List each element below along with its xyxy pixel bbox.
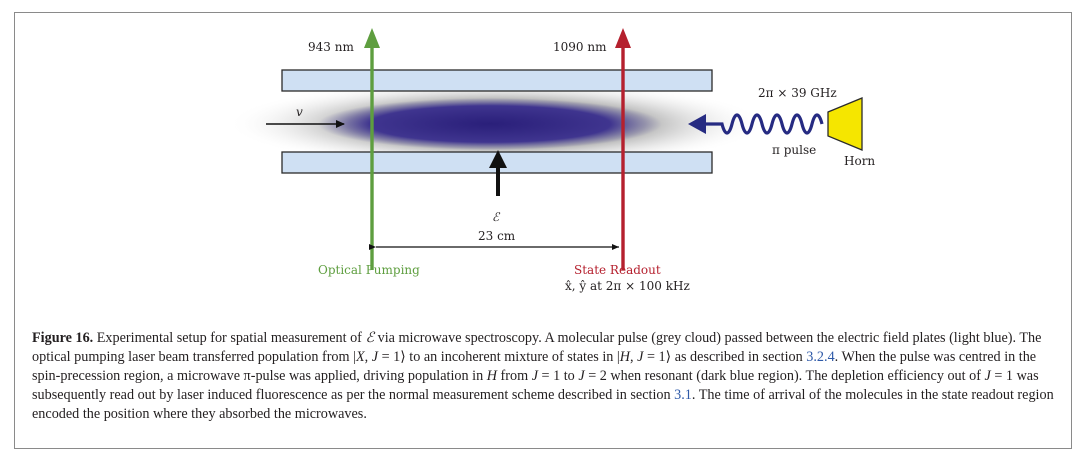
caption-text: = 2 when resonant (dark blue region). Th… [584, 368, 985, 384]
caption-text: via microwave spectroscopy. A molecular … [32, 330, 1042, 365]
caption-text: Experimental setup for spatial measureme… [93, 330, 366, 346]
caption-text: , [364, 349, 372, 365]
field-arrowhead [489, 150, 507, 168]
caption-math: J [984, 368, 991, 384]
top-electric-plate [281, 69, 713, 92]
caption-field-symbol: ℰ [365, 330, 375, 346]
caption-text: . When the pulse was centred in the spin… [32, 349, 1037, 384]
caption-text: . The time of arrival of the molecules i… [32, 387, 1054, 422]
horn-icon [827, 97, 863, 151]
setup-diagram: v 943 nm 1090 nm ℰ 23 cm 2π × 39 GHz π p… [227, 28, 875, 293]
microwave-frequency-label: 2π × 39 GHz [758, 86, 837, 100]
caption-math: H [619, 349, 631, 365]
figure-frame [14, 12, 1072, 449]
state-readout-beam-arrowhead [615, 28, 631, 48]
caption-math: J [578, 368, 585, 384]
optical-pumping-beam-arrowhead [364, 28, 380, 48]
figure-caption: Figure 16. Experimental setup for spatia… [32, 329, 1058, 424]
field-label: ℰ [492, 210, 501, 224]
wavelength-943-label: 943 nm [308, 40, 354, 54]
caption-text: = 1 was subsequently read out by laser i… [32, 368, 1039, 403]
distance-label: 23 cm [478, 229, 516, 243]
caption-text: = 1⟩ as described in section [643, 349, 807, 365]
wavelength-1090-label: 1090 nm [553, 40, 607, 54]
readout-detail-label: x̂, ŷ at 2π × 100 kHz [565, 279, 690, 293]
caption-text: = 1⟩ to an incoherent mixture of states … [378, 349, 620, 365]
caption-text: = 1 to [538, 368, 579, 384]
caption-text: from [497, 368, 532, 384]
caption-math: J [531, 368, 538, 384]
caption-math: J [371, 349, 379, 365]
optical-pumping-label: Optical Pumping [318, 263, 420, 277]
microwave-wave [700, 113, 824, 135]
caption-math: X [355, 349, 365, 365]
horn-label: Horn [844, 154, 875, 168]
resonant-region [318, 98, 662, 150]
caption-text: , [630, 349, 638, 365]
pi-pulse-label: π pulse [772, 143, 816, 157]
microwave-arrowhead [688, 114, 706, 134]
state-readout-label: State Readout [574, 263, 661, 277]
caption-math: H [486, 368, 497, 384]
section-link-3-2-4[interactable]: 3.2.4 [806, 349, 835, 365]
velocity-label: v [296, 105, 303, 119]
caption-math: J [637, 349, 644, 365]
section-link-3-1[interactable]: 3.1 [674, 387, 692, 403]
caption-figure-label: Figure 16. [32, 330, 94, 346]
